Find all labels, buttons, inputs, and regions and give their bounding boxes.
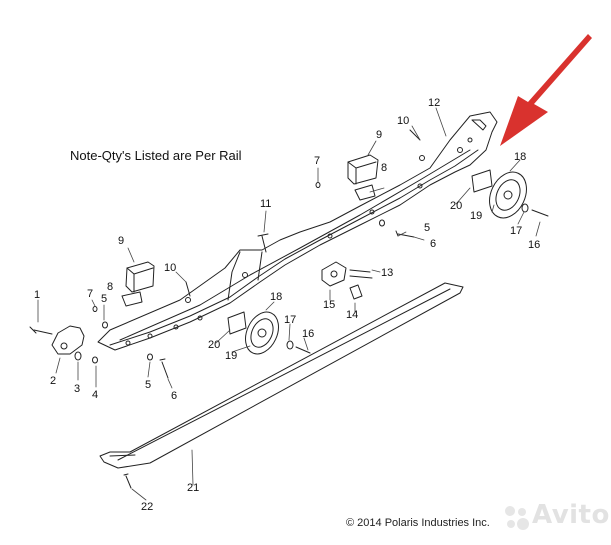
callout-5: 5 <box>101 293 107 305</box>
callout-21: 21 <box>187 482 199 494</box>
avito-watermark: Avito <box>532 500 610 530</box>
copyright-text: © 2014 Polaris Industries Inc. <box>346 517 490 529</box>
center-parts <box>185 129 425 303</box>
callout-7: 7 <box>314 155 320 167</box>
callout-17: 17 <box>284 314 296 326</box>
leader-lines <box>37 107 541 501</box>
upper-brackets <box>121 154 379 307</box>
callout-7: 7 <box>87 288 93 300</box>
callout-18: 18 <box>514 151 526 163</box>
callout-2: 2 <box>50 375 56 387</box>
callout-16: 16 <box>302 328 314 340</box>
callout-19: 19 <box>225 350 237 362</box>
callout-22: 22 <box>141 501 153 513</box>
callout-1: 1 <box>34 289 40 301</box>
callout-20: 20 <box>208 339 220 351</box>
callout-18: 18 <box>270 291 282 303</box>
idler-wheels <box>227 169 549 355</box>
callout-15: 15 <box>323 299 335 311</box>
callout-9: 9 <box>376 129 382 141</box>
hardware <box>74 182 415 489</box>
callout-5: 5 <box>424 222 430 234</box>
callout-20: 20 <box>450 200 462 212</box>
callout-16: 16 <box>528 239 540 251</box>
callout-13: 13 <box>381 267 393 279</box>
callout-9: 9 <box>118 235 124 247</box>
rail-assembly <box>97 111 498 351</box>
quantity-note: Note-Qty's Listed are Per Rail <box>70 148 242 163</box>
callout-10: 10 <box>397 115 409 127</box>
callout-8: 8 <box>107 281 113 293</box>
pointer-arrow <box>500 34 592 146</box>
wear-strip <box>99 282 464 469</box>
callout-10: 10 <box>164 262 176 274</box>
callout-19: 19 <box>470 210 482 222</box>
callout-6: 6 <box>171 390 177 402</box>
callout-labels: 1 2 3 4 5 5 5 6 6 7 7 8 8 9 9 10 10 11 1… <box>34 97 540 513</box>
callout-12: 12 <box>428 97 440 109</box>
front-cap <box>29 325 85 355</box>
callout-14: 14 <box>346 309 358 321</box>
callout-4: 4 <box>92 389 98 401</box>
callout-11: 11 <box>260 198 271 210</box>
callout-5: 5 <box>145 379 151 391</box>
avito-logo-icon <box>505 506 529 530</box>
callout-17: 17 <box>510 225 522 237</box>
callout-8: 8 <box>381 162 387 174</box>
callout-6: 6 <box>430 238 436 250</box>
callout-3: 3 <box>74 383 80 395</box>
